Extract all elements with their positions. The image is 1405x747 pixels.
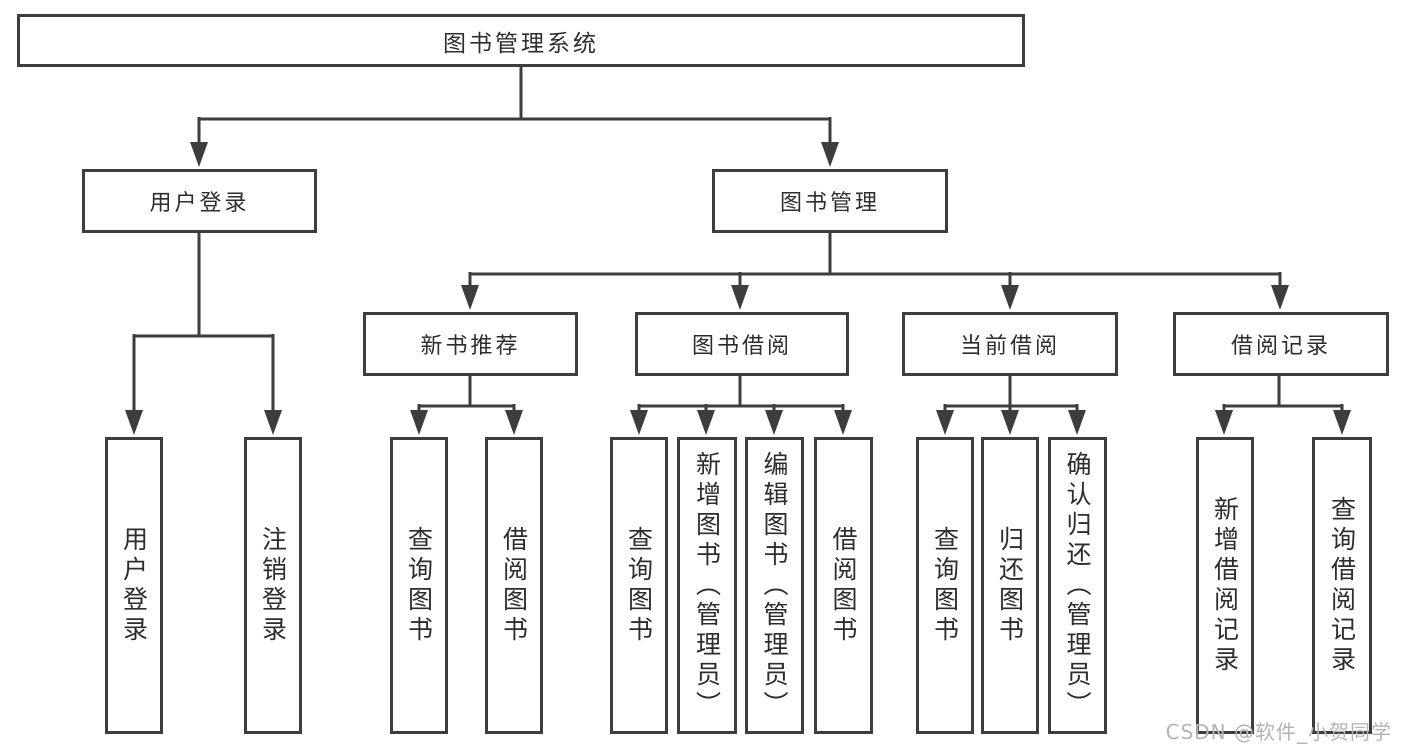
- leaf-recommend-borrow-books: 借阅图书: [485, 437, 543, 734]
- arrow-down-icon: [264, 410, 282, 435]
- arrow-down-icon: [834, 410, 852, 435]
- arrow-down-icon: [765, 410, 783, 435]
- leaf-borrow-books: 借阅图书: [814, 437, 873, 734]
- arrow-down-icon: [1001, 285, 1019, 310]
- leaf-add-borrow-record: 新增借阅记录: [1196, 437, 1254, 734]
- arrow-down-icon: [731, 285, 749, 310]
- leaf-edit-books-admin: 编辑图书（管理员）: [745, 437, 804, 734]
- leaf-borrow-query-books: 查询图书: [610, 437, 668, 734]
- arrow-down-icon: [821, 142, 839, 167]
- arrow-down-icon: [410, 410, 428, 435]
- node-book-management: 图书管理: [712, 169, 948, 233]
- node-book-borrow: 图书借阅: [635, 312, 849, 376]
- leaf-confirm-return-admin: 确认归还（管理员）: [1048, 437, 1107, 734]
- arrow-down-icon: [630, 410, 648, 435]
- arrow-down-icon: [190, 142, 208, 167]
- arrow-down-icon: [1001, 410, 1019, 435]
- leaf-recommend-query-books: 查询图书: [390, 437, 448, 734]
- arrow-down-icon: [697, 410, 715, 435]
- leaf-add-books-admin: 新增图书（管理员）: [677, 437, 737, 734]
- leaf-logout: 注销登录: [244, 437, 302, 734]
- arrow-down-icon: [936, 410, 954, 435]
- node-borrow-records: 借阅记录: [1173, 312, 1389, 376]
- node-root-library-system: 图书管理系统: [17, 14, 1025, 67]
- arrow-down-icon: [1215, 410, 1233, 435]
- arrow-down-icon: [1333, 410, 1351, 435]
- arrow-down-icon: [125, 410, 143, 435]
- arrow-down-icon: [461, 285, 479, 310]
- arrow-down-icon: [1068, 410, 1086, 435]
- arrow-down-icon: [505, 410, 523, 435]
- node-user-login: 用户登录: [82, 169, 317, 233]
- leaf-return-books: 归还图书: [981, 437, 1039, 734]
- node-current-borrow: 当前借阅: [902, 312, 1118, 376]
- leaf-user-login: 用户登录: [105, 437, 163, 734]
- leaf-current-query-books: 查询图书: [916, 437, 974, 734]
- csdn-watermark: CSDN @软件_小贺同学: [1165, 720, 1392, 744]
- arrow-down-icon: [1271, 285, 1289, 310]
- leaf-query-borrow-record: 查询借阅记录: [1312, 437, 1372, 734]
- node-new-book-recommend: 新书推荐: [363, 312, 578, 376]
